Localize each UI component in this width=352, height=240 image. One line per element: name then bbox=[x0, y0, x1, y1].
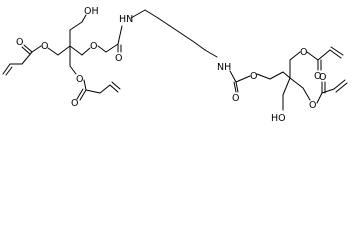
left-core-bonds bbox=[31, 14, 107, 91]
amine-label-bottom: NH bbox=[217, 62, 231, 73]
ester-oxygen-label: O bbox=[41, 41, 48, 52]
carbonyl-oxygen-label: O bbox=[16, 37, 23, 48]
hydroxyl-label-bottom: HO bbox=[271, 113, 286, 124]
ester-oxygen-label: O bbox=[76, 74, 83, 85]
left-acrylate-bonds bbox=[2, 44, 33, 76]
atom-labels: OH O O O O O HN O NH O O O O O O HO bbox=[16, 6, 326, 124]
carbamate-top-bonds bbox=[105, 9, 146, 53]
ester-oxygen-label: O bbox=[90, 41, 97, 52]
hydroxyl-label-top: OH bbox=[84, 6, 99, 17]
bottom-acrylate-bonds bbox=[76, 81, 121, 101]
ester-oxygen-label: O bbox=[300, 47, 307, 58]
right-core-bonds bbox=[269, 51, 304, 111]
right-bottom-acrylate-bonds bbox=[302, 79, 348, 104]
carbonyl-oxygen-label: O bbox=[115, 53, 122, 64]
chemical-structure: OH O O O O O HN O NH O O O O O O HO bbox=[2, 6, 348, 124]
carbonyl-oxygen-label: O bbox=[232, 93, 239, 104]
carbamate-bottom-bonds bbox=[229, 70, 271, 93]
ester-oxygen-label: O bbox=[250, 71, 257, 82]
amine-label-top: HN bbox=[119, 14, 133, 25]
carbonyl-oxygen-label: O bbox=[319, 72, 326, 83]
carbonyl-oxygen-label: O bbox=[71, 98, 78, 109]
right-top-acrylate-bonds bbox=[306, 46, 344, 71]
ester-oxygen-label: O bbox=[309, 100, 316, 111]
hexamethylene-chain-bonds bbox=[144, 9, 218, 58]
carbonyl-oxygen-label: O bbox=[314, 71, 321, 82]
